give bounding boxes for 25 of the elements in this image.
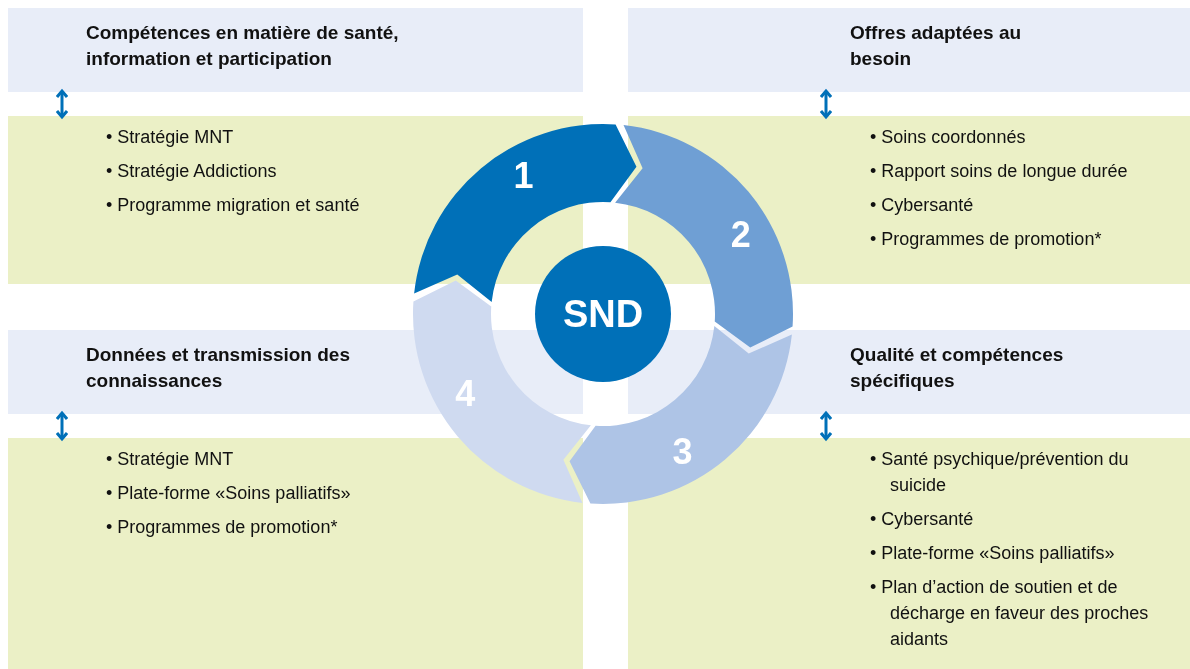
list-item: • Rapport soins de longue durée — [870, 160, 1129, 183]
double-arrow — [55, 89, 69, 119]
list-item: • Soins coordonnés — [870, 126, 1027, 149]
step-number: 1 — [513, 155, 534, 197]
list-item: • Programme migration et santé — [106, 194, 361, 217]
list-item: • Programmes de promotion* — [106, 516, 339, 539]
list-item: • Cybersanté — [870, 508, 975, 531]
step-number: 2 — [730, 213, 751, 255]
step-number: 3 — [672, 430, 693, 472]
list-item: • Programmes de promotion* — [870, 228, 1103, 251]
list-item: • Plan d’action de soutien et de décharge en faveur des proches aidants — [870, 576, 1150, 651]
list-item: • Stratégie MNT — [106, 126, 235, 149]
section-header: Offres adaptées au besoin — [628, 8, 1190, 92]
list-item: • Cybersanté — [870, 194, 975, 217]
list-item: • Plate-forme «Soins palliatifs» — [870, 542, 1116, 565]
double-arrow — [819, 89, 833, 119]
list-item: • Santé psychique/prévention du suicide — [870, 448, 1130, 497]
list-item: • Plate-forme «Soins palliatifs» — [106, 482, 352, 505]
list-item: • Stratégie Addictions — [106, 160, 278, 183]
content-panel — [628, 438, 1190, 669]
double-arrow — [819, 411, 833, 441]
double-arrow — [55, 411, 69, 441]
content-panel — [8, 438, 583, 669]
section-header: Compétences en matière de santé, information et participation — [8, 8, 583, 92]
list-item: • Stratégie MNT — [106, 448, 235, 471]
